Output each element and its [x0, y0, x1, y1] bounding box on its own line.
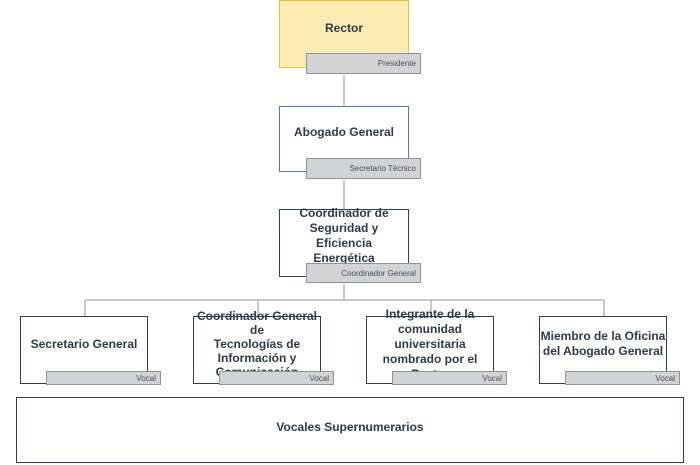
integrante-comunidad-role-tag: Vocal: [392, 371, 507, 385]
coordinador-tic-role-tag: Vocal: [219, 371, 334, 385]
abogado-general-title: Abogado General: [293, 124, 394, 139]
abogado-general-role-tag: Secretario Técnico: [306, 158, 421, 179]
rector-title: Rector: [324, 20, 363, 35]
secretario-general-title: Secretario General: [30, 336, 138, 351]
integrante-comunidad-title: Integrante de la comunidad universitaria…: [382, 306, 478, 381]
miembro-oficina-title: Miembro de la Oficina del Abogado Genera…: [540, 329, 666, 358]
coordinador-seguridad-title: Coordinador de Seguridad y Eficiencia En…: [299, 206, 389, 265]
rector-role-tag: Presidente: [306, 53, 421, 74]
vocales-supernumerarios-box: Vocales Supernumerarios: [16, 397, 684, 463]
vocales-supernumerarios-title: Vocales Supernumerarios: [276, 419, 424, 434]
miembro-oficina-role-tag: Vocal: [565, 371, 680, 385]
coordinador-seguridad-role-tag: Coordinador General: [306, 263, 421, 283]
secretario-general-role-tag: Vocal: [46, 371, 161, 385]
